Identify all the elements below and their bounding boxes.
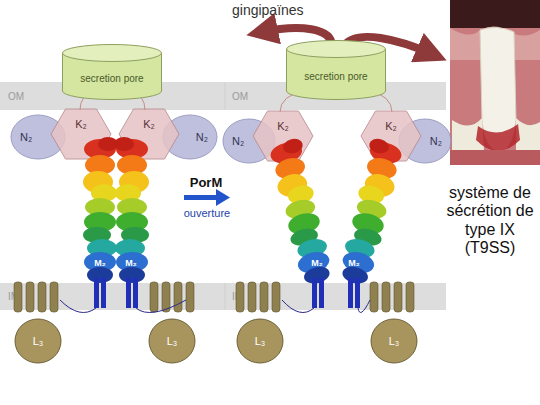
l3-domain: L₃ (14, 318, 62, 364)
k2-domain-label: K₂ (277, 120, 289, 132)
l3-domain-label: L₃ (389, 335, 400, 347)
l3-domain-label: L₃ (33, 335, 44, 347)
secretion-pore-part (62, 53, 63, 91)
k2-domain-part (51, 109, 111, 159)
n2-domain-part (399, 119, 451, 163)
membrane-band-label: OM (232, 91, 248, 102)
protein-label: gingipaïnes (232, 2, 342, 18)
domain-label: M₂ (344, 258, 364, 268)
secretion-pore-outline (286, 40, 386, 100)
n2-domain-part (163, 115, 217, 159)
n2-domain-label: N₂ (196, 131, 208, 143)
secretion-pore-part (161, 53, 162, 91)
domain-label: M₂ (90, 258, 110, 268)
l3-domain: L₃ (370, 318, 418, 364)
secretion-pore: secretion pore (62, 44, 162, 100)
k2-domain-part (253, 111, 313, 161)
l3-domain-part (237, 319, 283, 363)
l3-domain-part (149, 319, 195, 363)
secretion-pore-part (385, 49, 386, 91)
l3-domain: L₃ (148, 318, 196, 364)
membrane-band-part (0, 283, 226, 310)
n2-domain-label: N₂ (20, 131, 32, 143)
system-title: système de sécrétion de type IX (T9SS) (438, 184, 540, 258)
domain-label: M₂ (121, 258, 141, 268)
protein-label: PorM (176, 176, 236, 191)
n2-domain-label: N₂ (232, 135, 244, 147)
secretion-pore-label: secretion pore (80, 73, 143, 84)
l3-domain-label: L₃ (255, 335, 266, 347)
membrane-band-part (224, 283, 446, 310)
k2-domain-label: K₂ (143, 118, 155, 130)
secretion-pore-part (286, 49, 287, 91)
l3-domain-part (15, 319, 61, 363)
secretion-pore-part (63, 45, 162, 62)
k2-domain-label: K₂ (385, 120, 397, 132)
membrane-band-label: OM (8, 91, 24, 102)
secretion-pore: secretion pore (286, 40, 386, 100)
domain-label: M₂ (307, 258, 327, 268)
l3-domain: L₃ (236, 318, 284, 364)
secretion-pore-part (287, 41, 386, 58)
secretion-pore-label: secretion pore (304, 71, 367, 82)
k2-domain-label: K₂ (75, 118, 87, 130)
secretion-pore-outline (62, 44, 162, 100)
n2-domain-label: N₂ (430, 135, 442, 147)
l3-domain-label: L₃ (167, 335, 178, 347)
action-label: ouverture (172, 207, 242, 220)
l3-domain-part (371, 319, 417, 363)
